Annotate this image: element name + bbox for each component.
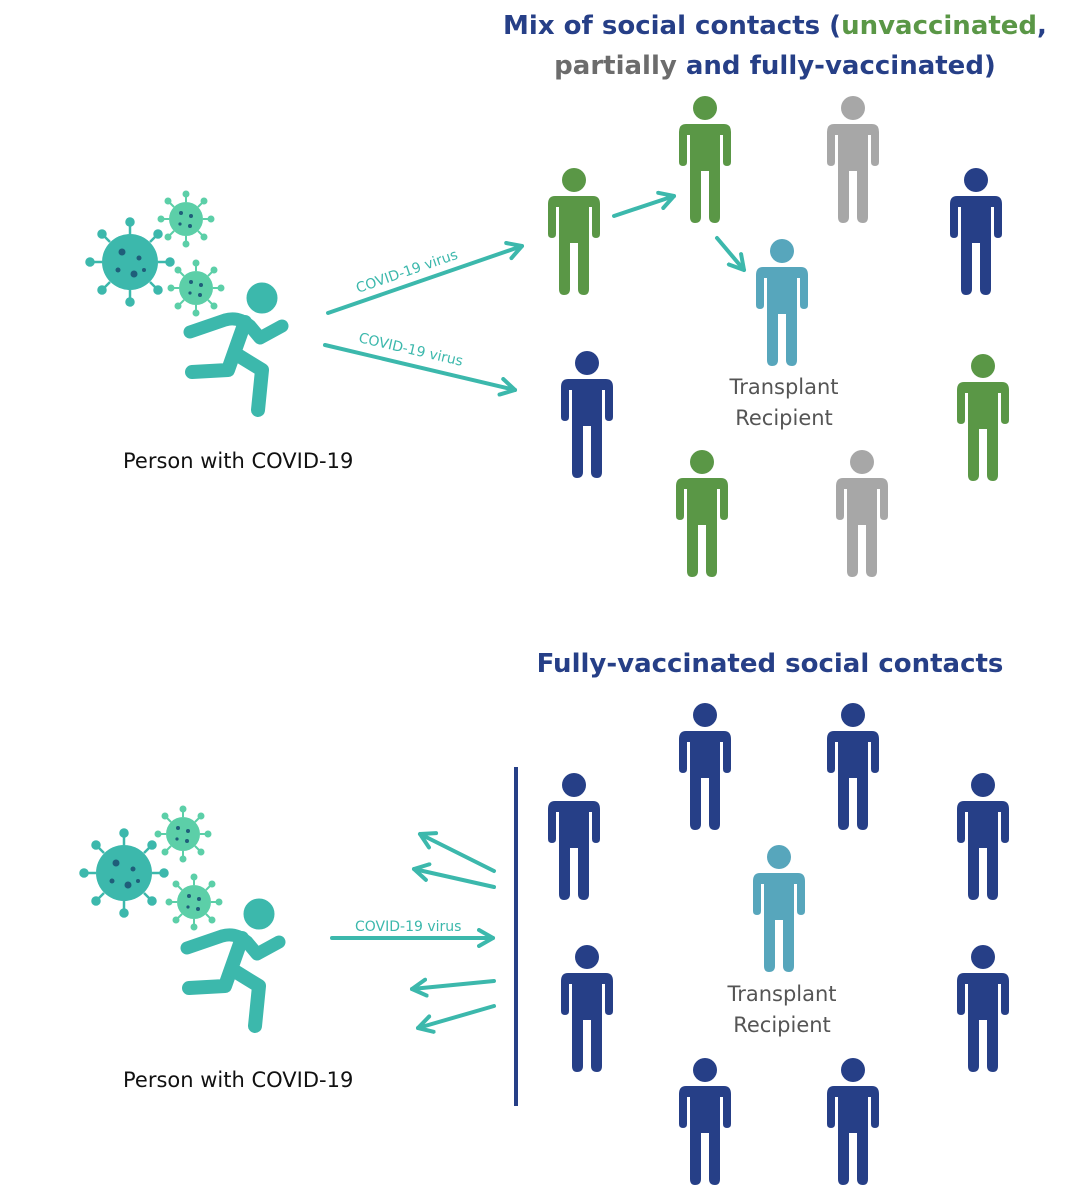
person-icon xyxy=(957,945,1009,1072)
arrow-label: COVID-19 virus xyxy=(355,919,461,935)
person-icon xyxy=(957,773,1009,900)
person-with-covid-label: Person with COVID-19 xyxy=(123,1068,354,1092)
title-text: Mix of social contacts ( xyxy=(503,11,842,41)
virus-icon xyxy=(167,259,225,317)
person-icon xyxy=(957,354,1009,481)
person-icon xyxy=(561,351,613,478)
virus-icon xyxy=(157,190,215,248)
person-icon xyxy=(679,1058,731,1185)
deflected-arrow-icon xyxy=(412,862,496,889)
title-text: and fully-vaccinated) xyxy=(676,51,996,81)
person-icon xyxy=(679,703,731,830)
transplant-recipient-label: Transplant Recipient xyxy=(702,979,862,1041)
title-unvaccinated: unvaccinated xyxy=(841,11,1038,41)
virus-icon xyxy=(154,805,212,863)
arrow-icon xyxy=(323,343,517,397)
bottom-panel-title: Fully-vaccinated social contacts xyxy=(536,649,1004,679)
transplant-line2: Recipient xyxy=(735,406,833,430)
person-with-covid-label: Person with COVID-19 xyxy=(123,449,354,473)
transplant-line1: Transplant xyxy=(729,375,839,399)
arrow-icon xyxy=(326,241,524,315)
person-icon xyxy=(836,450,888,577)
arrow-icon xyxy=(715,236,746,272)
transplant-line1: Transplant xyxy=(727,982,837,1006)
transplant-recipient-icon xyxy=(756,239,808,366)
title-partially: partially xyxy=(554,51,677,81)
person-icon xyxy=(827,96,879,223)
person-icon xyxy=(561,945,613,1072)
top-contacts xyxy=(548,96,1009,577)
person-icon xyxy=(827,703,879,830)
transplant-recipient-label: Transplant Recipient xyxy=(704,372,864,434)
transplant-line2: Recipient xyxy=(733,1013,831,1037)
running-person-icon xyxy=(187,899,279,1026)
transplant-recipient-icon xyxy=(753,845,805,972)
person-icon xyxy=(548,168,600,295)
person-icon xyxy=(676,450,728,577)
virus-icon xyxy=(79,828,169,918)
deflected-arrow-icon xyxy=(416,1004,496,1034)
title-comma: , xyxy=(1037,11,1047,41)
virus-icon xyxy=(165,873,223,931)
bottom-contacts xyxy=(548,703,1009,1185)
person-icon xyxy=(827,1058,879,1185)
virus-icon xyxy=(85,217,175,307)
arrow-icon xyxy=(612,190,676,218)
deflected-arrow-icon xyxy=(418,831,496,873)
bottom-virus-cluster xyxy=(79,805,223,931)
person-icon xyxy=(679,96,731,223)
top-virus-cluster xyxy=(85,190,225,317)
top-panel-title: Mix of social contacts (unvaccinated, pa… xyxy=(500,6,1050,86)
deflected-arrow-icon xyxy=(410,977,496,998)
person-icon xyxy=(548,773,600,900)
person-icon xyxy=(950,168,1002,295)
